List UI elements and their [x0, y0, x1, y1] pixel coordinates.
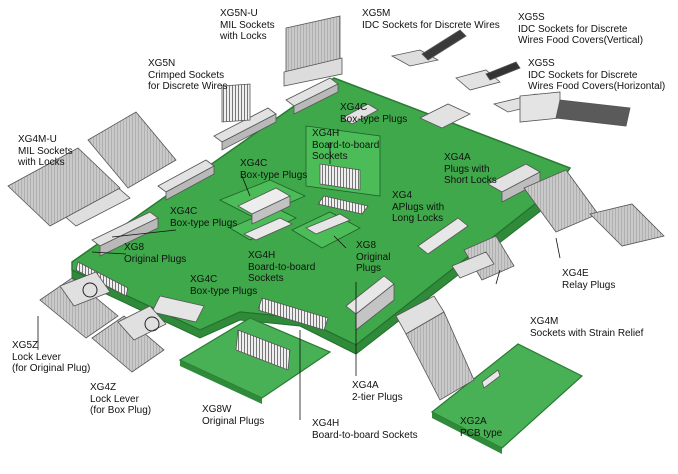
- connectors-on-board: [75, 77, 552, 389]
- leader-lines: [37, 142, 561, 420]
- xg2a-pcb-board: [430, 343, 584, 454]
- floating-connectors: [7, 15, 665, 401]
- xg8w-sub-board: [178, 317, 332, 404]
